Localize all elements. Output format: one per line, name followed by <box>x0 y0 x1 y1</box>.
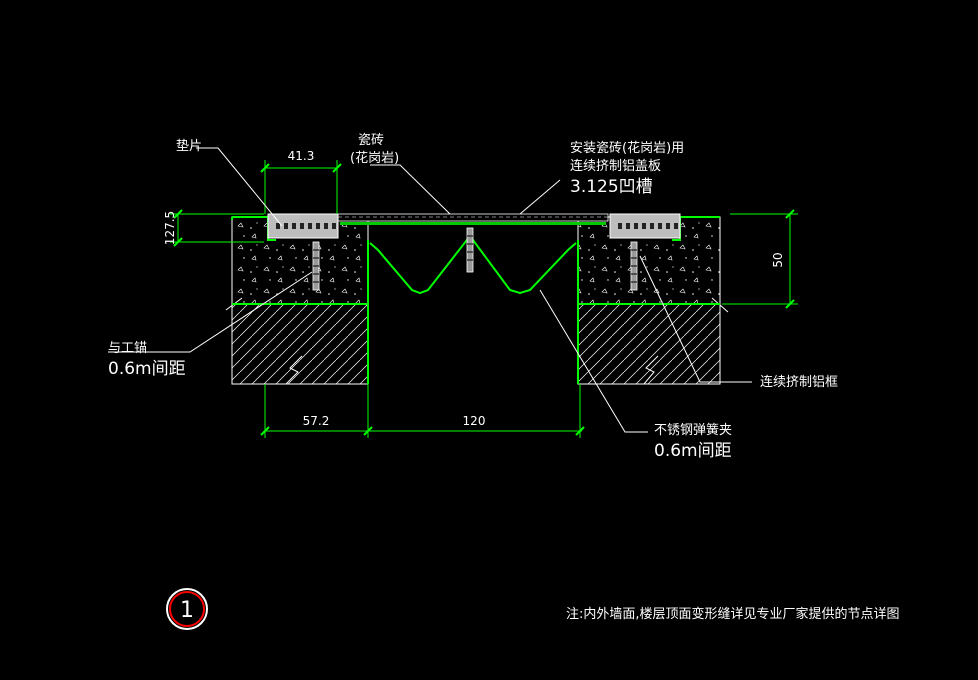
label-frame: 连续挤制铝框 <box>760 374 838 390</box>
label-cover-line1: 安装瓷砖(花岗岩)用 <box>570 140 684 156</box>
tile-cover <box>337 213 609 225</box>
label-anchor: 与工锚 <box>108 341 147 356</box>
detail-number: 1 <box>180 598 194 623</box>
label-cover-line3: 3.125凹槽 <box>570 177 653 197</box>
label-cover-line2: 连续挤制铝盖板 <box>570 158 661 174</box>
left-anchor <box>312 241 320 291</box>
label-spring-clip: 不锈钢弹簧夹 <box>654 422 732 438</box>
label-spring-spacing: 0.6m间距 <box>654 441 732 461</box>
dim-bottom-gap: 120 <box>463 414 486 428</box>
label-tile-sub: (花岗岩) <box>350 150 399 166</box>
dimension-lines <box>170 160 798 438</box>
detail-marker: 1 <box>166 588 208 630</box>
right-slab <box>577 216 729 385</box>
leader-lines <box>108 147 752 433</box>
dimension-ticks <box>173 163 795 436</box>
aluminum-frame <box>231 216 720 384</box>
right-anchor <box>630 241 638 291</box>
left-gasket <box>267 213 339 239</box>
dim-bottom-left: 57.2 <box>303 414 330 428</box>
label-tile: 瓷砖 <box>358 133 384 148</box>
right-gasket <box>609 213 681 239</box>
dim-left-height: 127.5 <box>163 211 177 245</box>
label-anchor-spacing: 0.6m间距 <box>108 359 186 379</box>
center-anchor <box>466 227 474 273</box>
label-gasket: 垫片 <box>176 138 202 154</box>
footnote: 注:内外墙面,楼层顶面变形缝详见专业厂家提供的节点详图 <box>566 606 900 622</box>
dim-right-height: 50 <box>771 252 785 267</box>
dim-top-width: 41.3 <box>288 149 315 163</box>
